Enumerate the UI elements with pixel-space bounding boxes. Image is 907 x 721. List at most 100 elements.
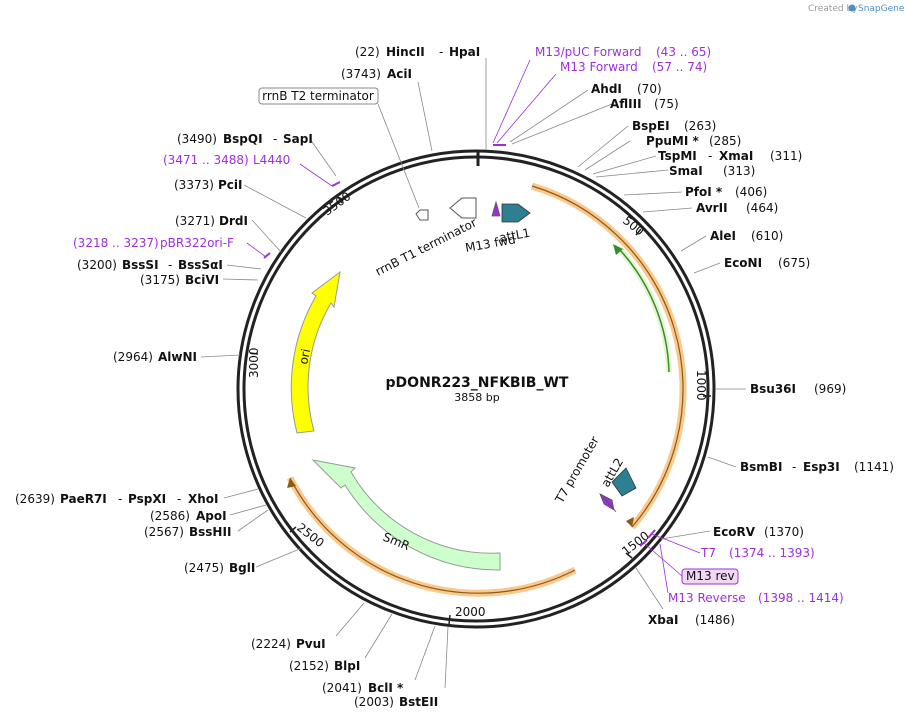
bstEII-pos: (2003) xyxy=(354,695,394,709)
attl2-feature xyxy=(611,467,637,497)
tspMI-leader xyxy=(592,155,657,175)
orf-arc-main-arrow xyxy=(626,517,634,527)
m13puc-fwd-range: (43 .. 65) xyxy=(656,45,711,59)
attl1-feature xyxy=(501,203,531,223)
avrII-leader xyxy=(642,207,693,213)
blpI-pos: (2152) xyxy=(289,659,329,673)
tspMI-label: TspMI xyxy=(658,149,697,163)
bciVI-pos: (3175) xyxy=(140,273,180,287)
attl1-label: attL1 xyxy=(498,226,531,245)
hincII-dash: - xyxy=(439,45,443,59)
bspQI-dash: - xyxy=(273,132,277,146)
pbr322ori-label: pBR322ori-F xyxy=(160,236,234,250)
pciI-pos: (3373) xyxy=(174,178,214,192)
l4440-primer-site xyxy=(331,181,341,187)
ecoRV-pos: (1370) xyxy=(764,525,804,539)
ppuMI-pos: (285) xyxy=(709,134,741,148)
bssHII-label: BssHII xyxy=(189,525,231,539)
aciI-leader xyxy=(417,81,433,152)
m13-rev-primer-site xyxy=(639,539,648,547)
blpI-label: BlpI xyxy=(334,659,360,673)
bssHII-leader xyxy=(237,509,269,532)
m13-reverse-range: (1398 .. 1414) xyxy=(758,591,844,605)
bclI-label: BclI * xyxy=(368,681,404,695)
t7-promoter-label: T7 promoter xyxy=(552,434,602,506)
plasmid-length: 3858 bp xyxy=(454,391,499,404)
m13-reverse-leader xyxy=(659,543,669,594)
xbaI-label: XbaI xyxy=(648,613,678,627)
hpaI-label: HpaI xyxy=(449,45,480,59)
ruler-tick-1500 xyxy=(625,552,633,559)
aflIII-label: AflIII xyxy=(610,97,642,111)
t7-primer-range: (1374 .. 1393) xyxy=(729,546,815,560)
ahdI-pos: (70) xyxy=(637,82,662,96)
m13rev-box-leader xyxy=(643,542,683,577)
apoI-label: ApoI xyxy=(196,509,227,523)
backbone-inner xyxy=(242,155,710,623)
ecoRV-label: EcoRV xyxy=(713,525,756,539)
bssHII-pos: (2567) xyxy=(144,525,184,539)
ruler-tick-3500 xyxy=(337,196,343,204)
bsu36I-pos: (969) xyxy=(814,382,846,396)
t7-primer-label: T7 xyxy=(700,546,716,560)
drdI-label: DrdI xyxy=(219,214,248,228)
bssSaI-label: BssSαI xyxy=(178,258,223,272)
sapI-label: SapI xyxy=(283,132,313,146)
bspQI-leader xyxy=(309,138,337,177)
bspEI-pos: (263) xyxy=(684,119,716,133)
paeR7I-label: PaeR7I xyxy=(60,492,107,506)
rrnb-t2-label-box xyxy=(258,87,379,105)
orf-arc-lower-arrow xyxy=(287,478,296,488)
alwNI-leader xyxy=(200,354,241,358)
alwNI-label: AlwNI xyxy=(158,350,197,364)
credit-brand: SnapGene xyxy=(858,4,905,14)
bssSI-dash: - xyxy=(168,258,172,272)
pbr322ori-primer-site xyxy=(263,252,271,259)
bsmBI-dash: - xyxy=(792,460,796,474)
bspQI-pos: (3490) xyxy=(177,132,217,146)
m13-fwd-range: (57 .. 74) xyxy=(652,60,707,74)
avrII-pos: (464) xyxy=(746,201,778,215)
hincII-label: HincII xyxy=(386,45,425,59)
aciI-pos: (3743) xyxy=(341,67,381,81)
t7-promoter-outline xyxy=(600,493,617,513)
pfoI-pos: (406) xyxy=(735,185,767,199)
bglI-leader xyxy=(255,547,303,568)
bspQI-label: BspQI xyxy=(223,132,263,146)
t7-primer-site xyxy=(647,529,656,539)
xbaI-leader xyxy=(635,567,664,610)
credit-prefix: Created by xyxy=(808,4,858,14)
pspXI-dash: - xyxy=(177,492,181,506)
bsmBI-label: BsmBI xyxy=(740,460,782,474)
esp3I-label: Esp3I xyxy=(803,460,840,474)
ruler-tick-3000 xyxy=(249,352,259,355)
drdI-leader xyxy=(251,219,282,253)
xmaI-label: XmaI xyxy=(719,149,753,163)
ruler-tick-2000 xyxy=(448,614,451,625)
paeR7I-dash: - xyxy=(118,492,122,506)
ruler-label-1000: 1000 xyxy=(694,370,708,401)
bciVI-label: BciVI xyxy=(185,273,219,287)
tspMI-dash: - xyxy=(708,149,712,163)
m13puc-fwd-leader xyxy=(492,59,531,144)
paeR7I-pos: (2639) xyxy=(15,492,55,506)
l4440-leader xyxy=(299,163,333,187)
hincII-pos: (22) xyxy=(355,45,380,59)
ahdI-label: AhdI xyxy=(591,82,622,96)
blpI-leader xyxy=(364,613,393,659)
pciI-label: PciI xyxy=(218,178,243,192)
aflIII-pos: (75) xyxy=(654,97,679,111)
ecoRV-leader xyxy=(660,530,711,540)
ecoNI-label: EcoNI xyxy=(724,256,762,270)
bclI-pos: (2041) xyxy=(322,681,362,695)
bglI-label: BglI xyxy=(229,561,255,575)
ecoNI-leader xyxy=(693,262,721,274)
orf-arc-lower-line xyxy=(289,477,576,594)
ruler-tick-2500 xyxy=(289,526,297,533)
rrnb-t2-leader xyxy=(377,103,420,209)
rrnb-t2-label: rrnB T2 terminator xyxy=(262,89,374,103)
pfoI-leader xyxy=(623,191,683,196)
t7-leader xyxy=(651,533,701,554)
aleI-leader xyxy=(680,235,707,252)
